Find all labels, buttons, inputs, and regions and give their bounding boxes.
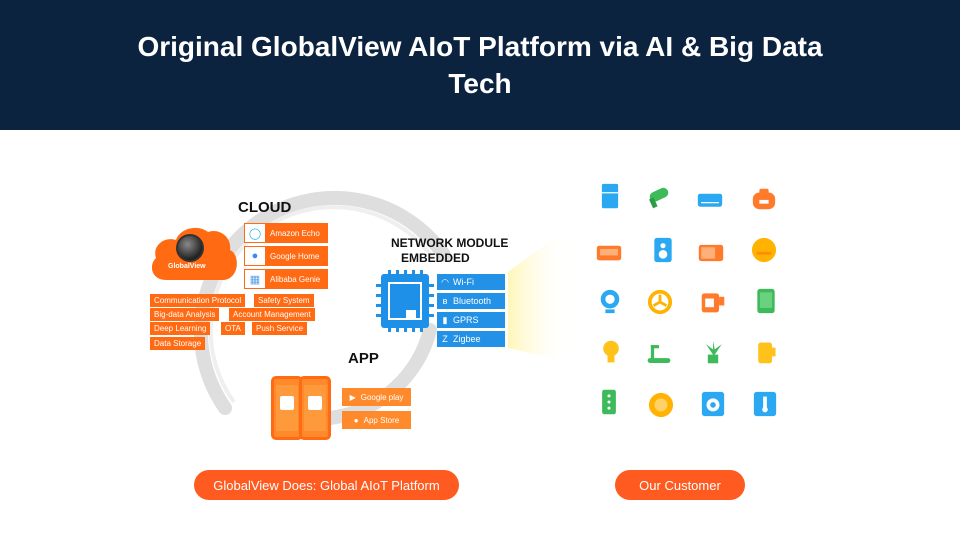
thermometer-icon [753,391,777,417]
speaker-icon [654,237,672,263]
scale-icon [648,392,674,418]
camera-icon [600,289,620,314]
feature-tag: Safety System [254,294,314,307]
globalview-logo-icon [176,234,204,262]
assistant-alibaba-genie: ▦ Alibaba Genie [244,269,328,289]
feature-tag: Push Service [252,322,308,335]
chip-core [388,282,422,320]
feature-tag: Big-data Analysis [150,308,220,321]
phone-icon [299,376,331,440]
toaster-icon [596,245,622,261]
feature-tag: Account Management [229,308,315,321]
feature-tag: Data Storage [150,337,206,350]
our-customer-button[interactable]: Our Customer [615,470,745,500]
header-bar: Original GlobalView AIoT Platform via AI… [0,0,960,130]
zigbee-icon: Z [442,334,448,344]
app-heading: APP [348,350,379,367]
network-zigbee: Z Zigbee [437,331,505,347]
globalview-platform-button[interactable]: GlobalView Does: Global AIoT Platform [194,470,459,500]
rice-cooker-icon [752,188,776,210]
google-play-icon: ▶ [349,392,356,402]
assistant-google-home: ● Google Home [244,246,328,266]
chip-pins [376,270,434,332]
bluetooth-icon: ʙ [442,296,448,306]
feature-tag: OTA [221,322,245,335]
wifi-icon: ◠ [441,276,449,287]
gprs-icon: ▮ [442,314,448,325]
google-home-icon: ● [245,247,265,265]
alibaba-genie-icon: ▦ [245,270,265,288]
amazon-echo-icon: ◯ [245,224,265,242]
air-conditioner-icon [697,193,723,207]
feature-tag: Communication Protocol [150,294,246,307]
refrigerator-icon [601,183,619,209]
robot-vacuum-icon [751,237,777,263]
globalview-logo-text: GlobalView [168,263,206,270]
network-wifi: ◠ Wi-Fi [437,274,505,290]
network-bluetooth: ʙ Bluetooth [437,293,505,309]
hair-dryer-icon [649,187,669,209]
assistant-amazon-echo: ◯ Amazon Echo [244,223,328,243]
treadmill-icon [647,345,671,363]
cloud-heading: CLOUD [238,199,292,216]
apple-icon: ● [353,415,359,425]
microwave-icon [698,244,724,262]
washing-machine-icon [701,391,725,417]
power-strip-icon [602,389,616,415]
google-play-badge[interactable]: ▶ Google play [342,388,411,406]
phone-device-icon [757,288,775,314]
jar-icon [758,342,776,364]
phone-icon [271,376,303,440]
light-bulb-icon [603,340,619,363]
page-title: Original GlobalView AIoT Platform via AI… [137,31,823,99]
kettle-icon [701,293,725,313]
app-store-badge[interactable]: ● App Store [342,411,411,429]
fan-icon [647,289,673,315]
network-heading: NETWORK MODULE EMBEDDED [391,236,509,265]
network-gprs: ▮ GPRS [437,312,505,328]
feature-tag: Deep Learning [150,322,211,335]
signal-beam [508,226,570,362]
plant-icon [706,340,722,364]
